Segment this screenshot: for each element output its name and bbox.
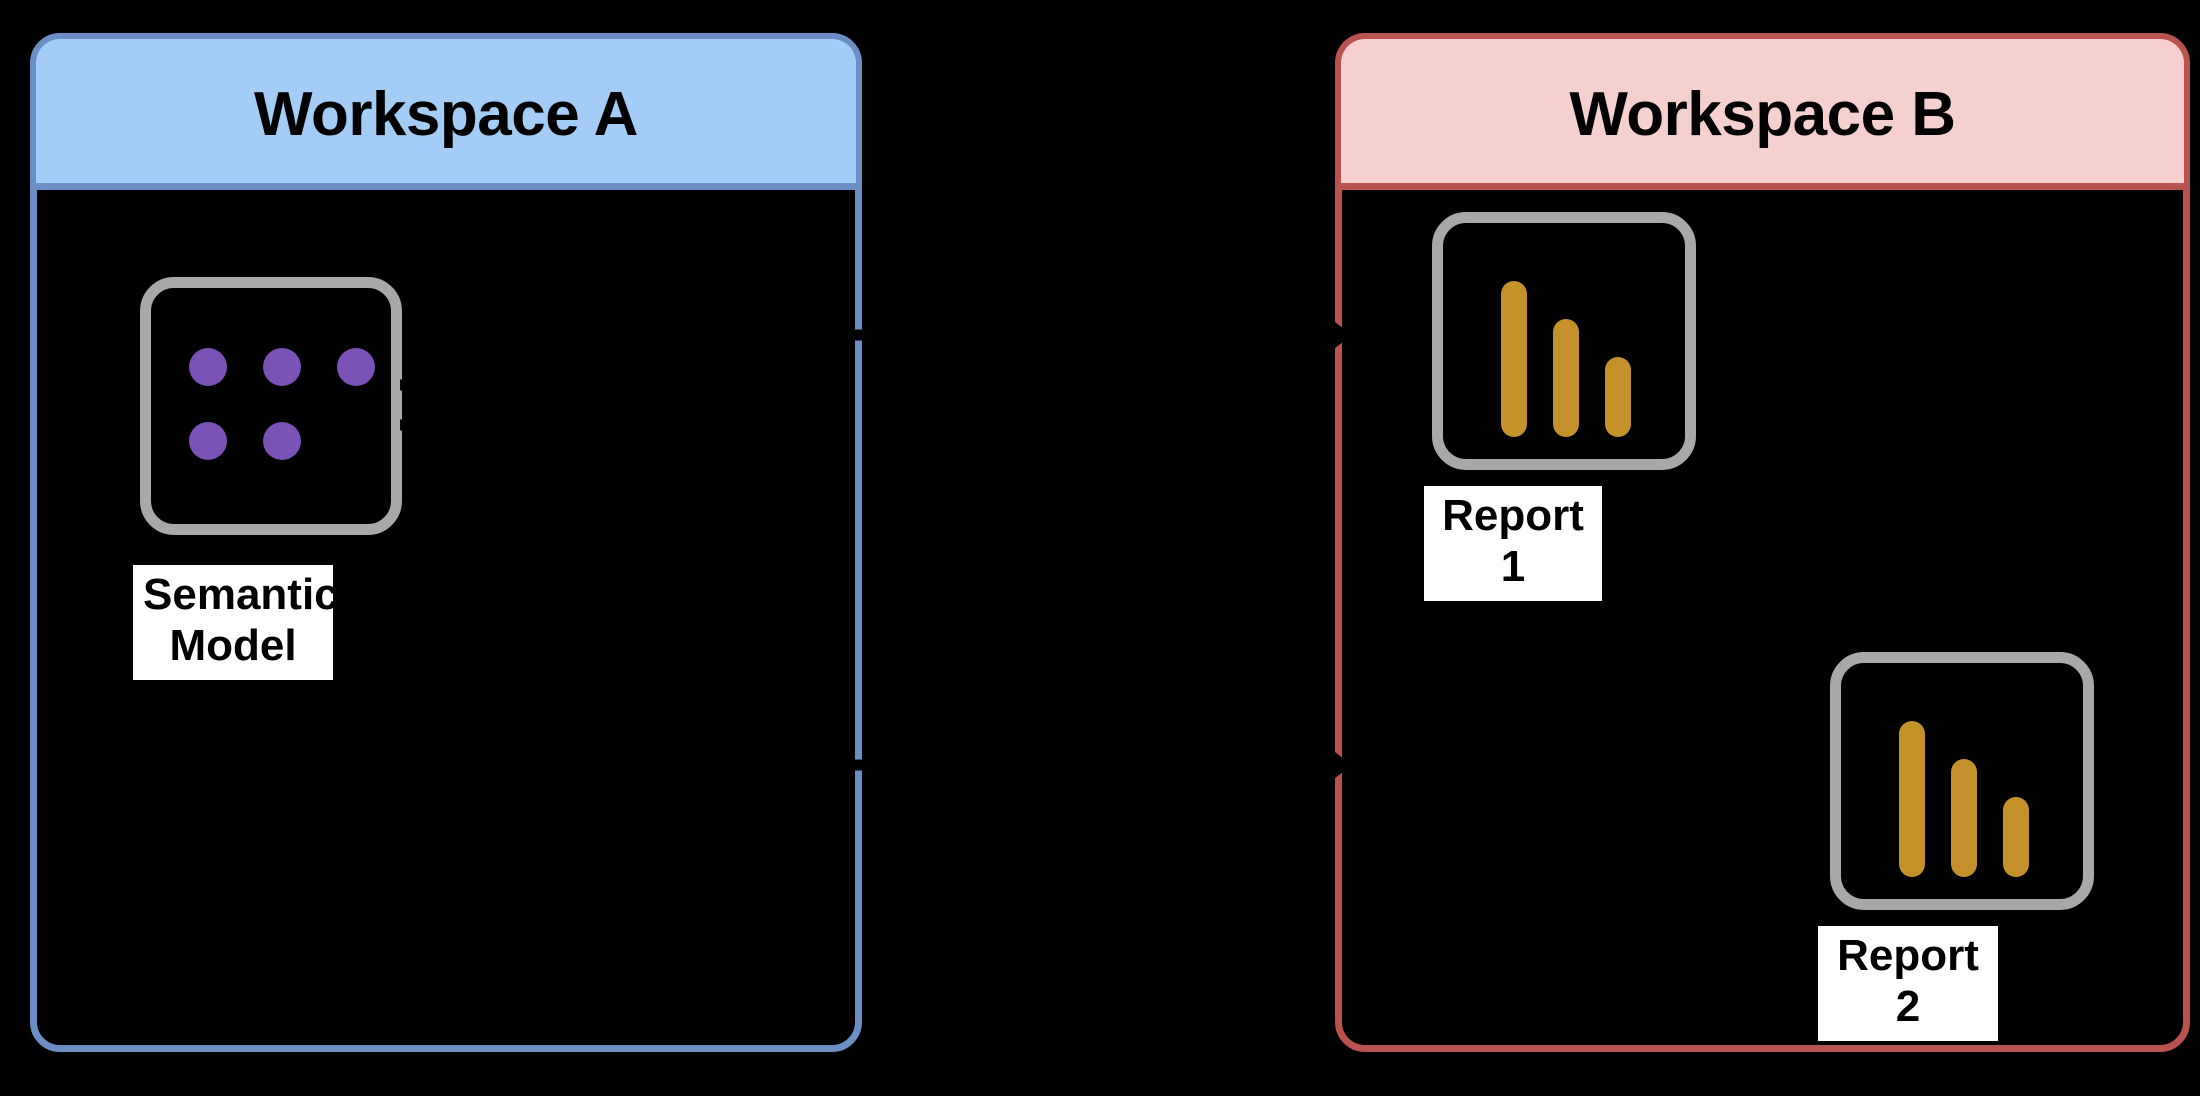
workspace-a-header: Workspace A xyxy=(36,39,856,190)
report-bar-chart-icon xyxy=(1432,212,1696,470)
node-report-2[interactable]: Report 2 xyxy=(1818,652,2110,1041)
workspace-a-body: Semantic Model xyxy=(37,190,855,1045)
semantic-model-dot xyxy=(337,348,375,386)
report-bar xyxy=(1605,357,1631,437)
semantic-model-dot xyxy=(263,348,301,386)
report-bar xyxy=(1951,759,1977,877)
workspace-b-header-divider xyxy=(1341,183,2184,190)
report-1-label: Report 1 xyxy=(1424,486,1602,601)
report-2-label: Report 2 xyxy=(1818,926,1998,1041)
workspace-a-container[interactable]: Workspace A Semantic Model xyxy=(30,33,862,1052)
workspace-a-title: Workspace A xyxy=(254,79,638,149)
semantic-model-dot xyxy=(263,422,301,460)
node-report-1[interactable]: Report 1 xyxy=(1424,212,1712,601)
workspace-b-header: Workspace B xyxy=(1341,39,2184,190)
semantic-model-dot xyxy=(189,348,227,386)
report-bar xyxy=(1553,319,1579,437)
report-bar-chart-icon xyxy=(1830,652,2094,910)
node-semantic-model[interactable]: Semantic Model xyxy=(133,277,440,697)
workspace-b-title: Workspace B xyxy=(1569,79,1956,149)
report-bar xyxy=(2003,797,2029,877)
report-bar xyxy=(1501,281,1527,437)
workspace-a-header-divider xyxy=(36,183,856,190)
semantic-model-dot xyxy=(189,422,227,460)
workspace-b-container[interactable]: Workspace B Report 1 Re xyxy=(1335,33,2190,1052)
workspace-b-body: Report 1 Report 2 xyxy=(1342,190,2183,1045)
semantic-model-icon xyxy=(140,277,402,535)
semantic-model-label: Semantic Model xyxy=(133,565,339,680)
report-bar xyxy=(1899,721,1925,877)
